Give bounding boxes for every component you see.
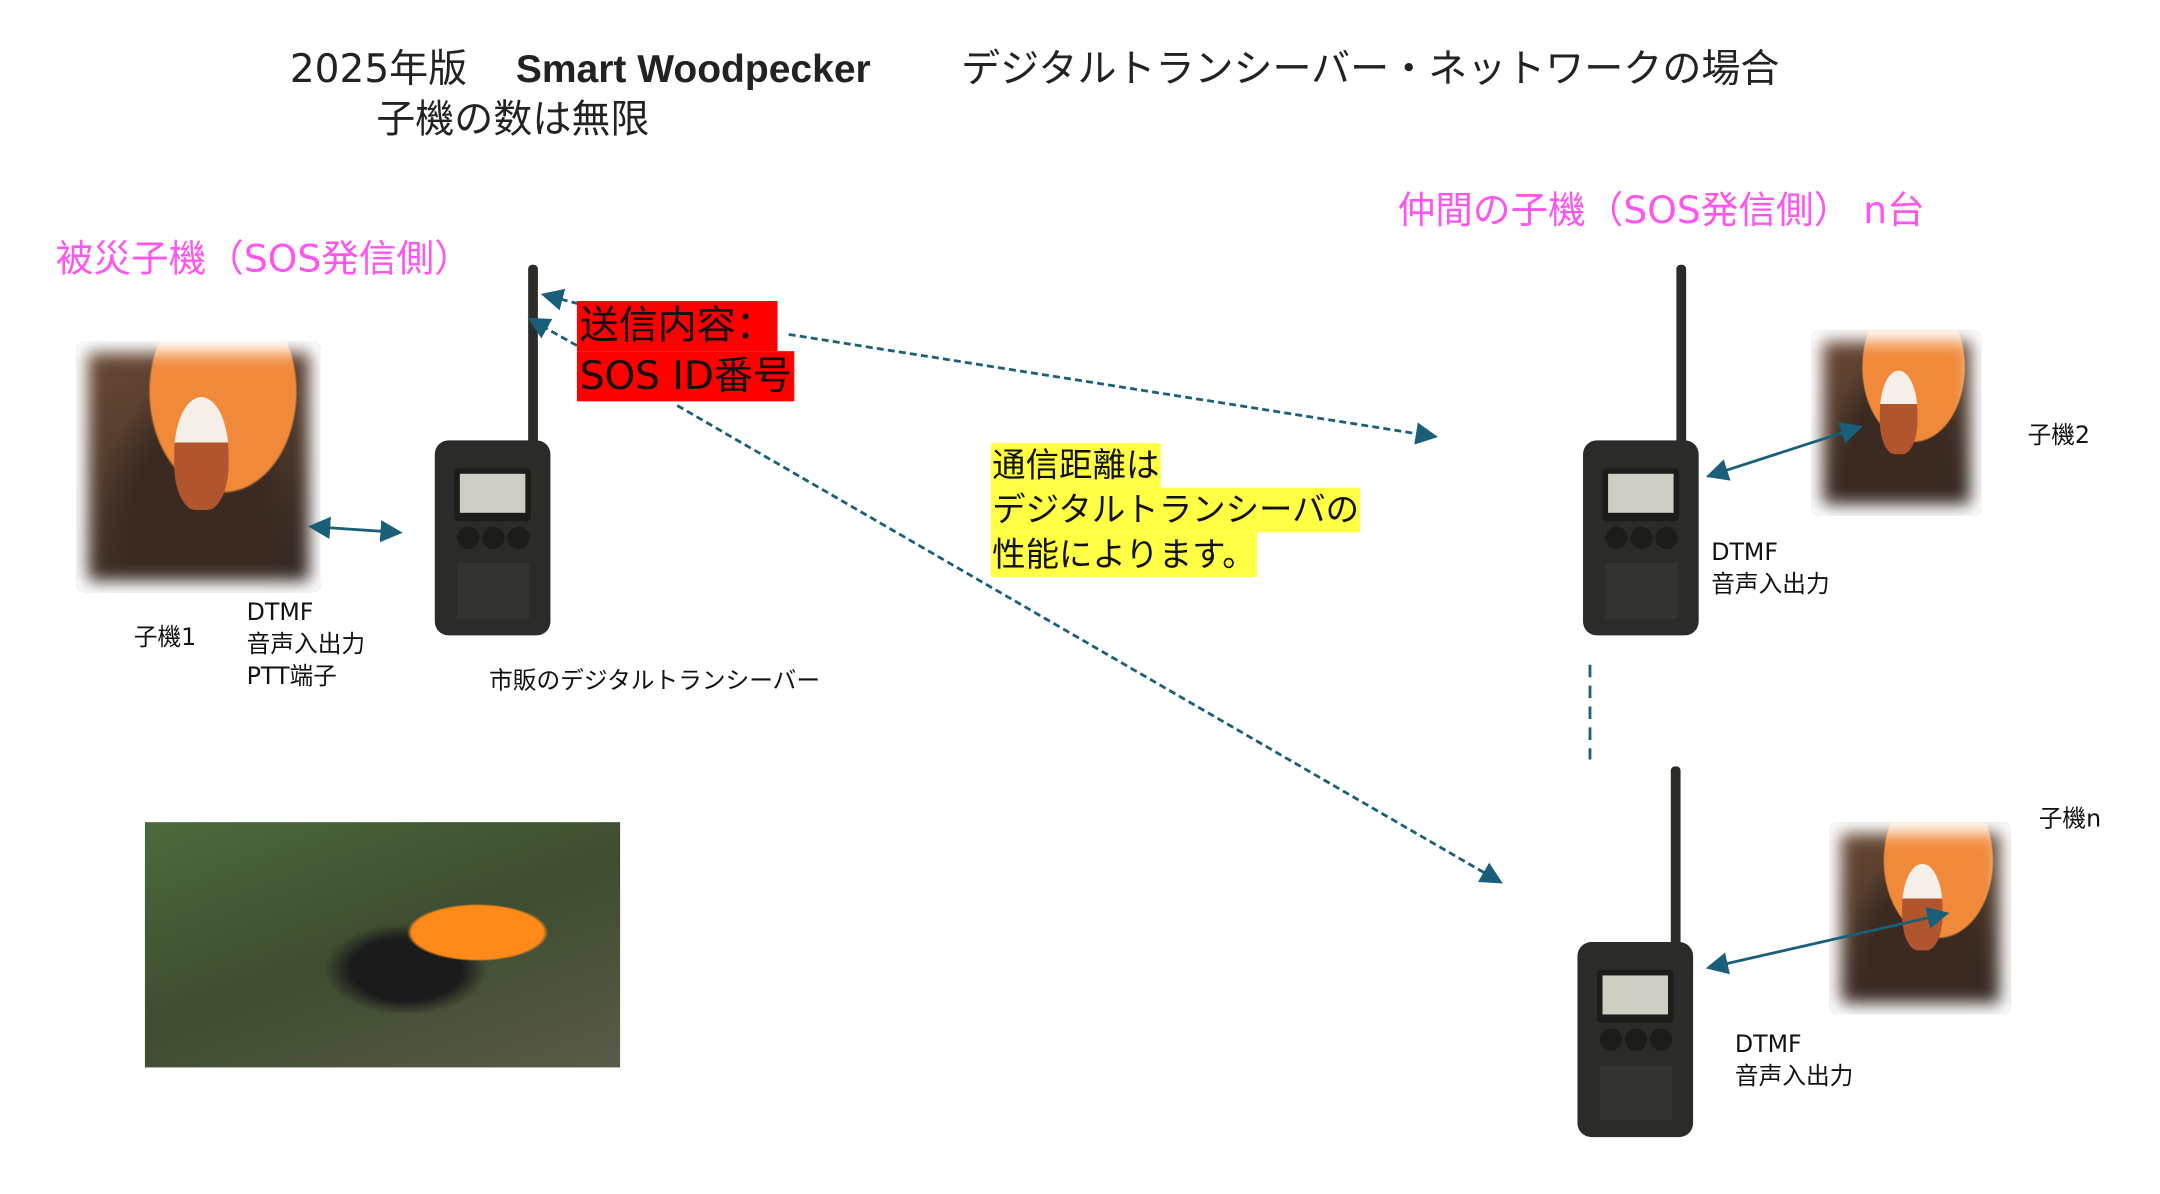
woodpecker-device xyxy=(174,396,228,510)
link-arrow-unit2 xyxy=(1705,422,1863,481)
woodpecker-device xyxy=(1879,371,1917,455)
dashed-arrow-return1 xyxy=(540,288,579,311)
peers-heading: 仲間の子機（SOS発信側） n台 xyxy=(1397,189,1925,233)
title-subtitle: デジタルトランシーバー・ネットワークの場合 xyxy=(961,45,1780,92)
transmit-content-box: 送信内容： SOS ID番号 xyxy=(576,300,795,402)
transmit-line1: 送信内容： xyxy=(576,300,778,352)
helmet-photo-unit1 xyxy=(76,341,321,593)
port-label: 音声入出力 xyxy=(1711,571,1830,600)
dashed-arrow-return2 xyxy=(527,317,578,347)
radio-unit2 xyxy=(1583,264,1699,636)
link-arrow-unitn xyxy=(1705,906,1950,975)
unit2-name: 子機2 xyxy=(2027,422,2091,451)
dashed-arrow-to-unitn xyxy=(676,404,1503,884)
unit1-name: 子機1 xyxy=(133,624,197,653)
fallen-worker-photo xyxy=(144,822,621,1068)
port-label: 音声入出力 xyxy=(246,631,366,660)
unitn-name: 子機n xyxy=(2038,805,2102,834)
dashed-arrow-to-unit2 xyxy=(788,333,1439,445)
unitn-ports: DTMF 音声入出力 xyxy=(1735,1030,1853,1094)
link-arrow-unit1 xyxy=(307,516,403,543)
title-product: Smart Woodpecker xyxy=(515,47,871,91)
range-note-line1: 通信距離は xyxy=(990,443,1161,488)
title-line2: 子機の数は無限 xyxy=(376,96,650,143)
range-note-line2: デジタルトランシーバの xyxy=(990,487,1361,533)
radio-unitn xyxy=(1577,766,1694,1138)
transmit-line2: SOS ID番号 xyxy=(576,351,795,402)
victim-heading: 被災子機（SOS発信側） xyxy=(55,238,472,282)
port-label: PTT端子 xyxy=(246,663,337,692)
port-label: DTMF xyxy=(246,599,314,628)
port-label: 音声入出力 xyxy=(1734,1063,1854,1092)
unit2-ports: DTMF 音声入出力 xyxy=(1711,538,1829,602)
range-note: 通信距離は デジタルトランシーバの 性能によります。 xyxy=(990,443,1361,577)
port-label: DTMF xyxy=(1734,1031,1802,1060)
range-note-line3: 性能によります。 xyxy=(990,532,1258,577)
unit1-ports: DTMF 音声入出力 PTT端子 xyxy=(247,598,365,694)
title-line: 2025年版 Smart Woodpecker デジタルトランシーバー・ネットワ… xyxy=(290,47,1780,91)
port-label: DTMF xyxy=(1711,539,1778,568)
title-year: 2025年版 xyxy=(289,45,468,92)
radio-label: 市販のデジタルトランシーバー xyxy=(489,667,821,696)
